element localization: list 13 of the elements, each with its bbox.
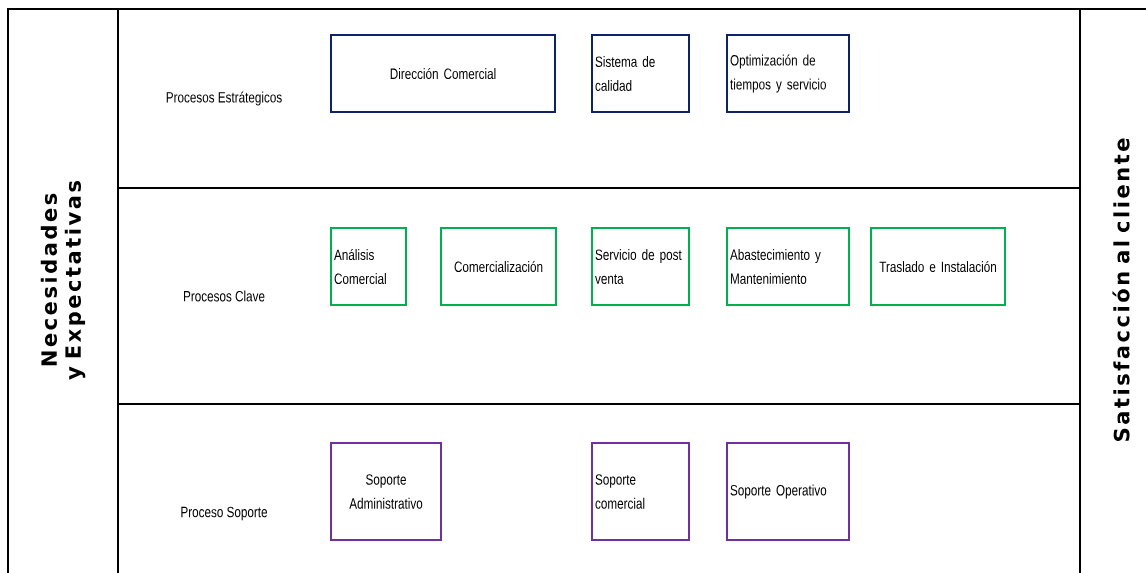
process-box: Sistema de calidad <box>591 34 690 113</box>
process-box: Soporte comercial <box>591 442 690 541</box>
process-box: Comercialización <box>440 227 557 306</box>
process-box: Traslado e Instalación <box>870 227 1006 306</box>
process-box: Soporte Operativo <box>726 442 850 541</box>
process-box: Análisis Comercial <box>330 227 407 306</box>
process-box: Dirección Comercial <box>330 34 556 113</box>
side-column: Necesidades y Expectativas <box>7 8 119 573</box>
process-box: Abastecimiento y Mantenimiento <box>726 227 850 306</box>
process-box: Servicio de post venta <box>591 227 690 306</box>
process-box: Optimización de tiempos y servicio <box>726 34 850 113</box>
side-column: Satisfacción al cliente <box>1079 8 1146 573</box>
process-box: Soporte Administrativo <box>330 442 442 541</box>
